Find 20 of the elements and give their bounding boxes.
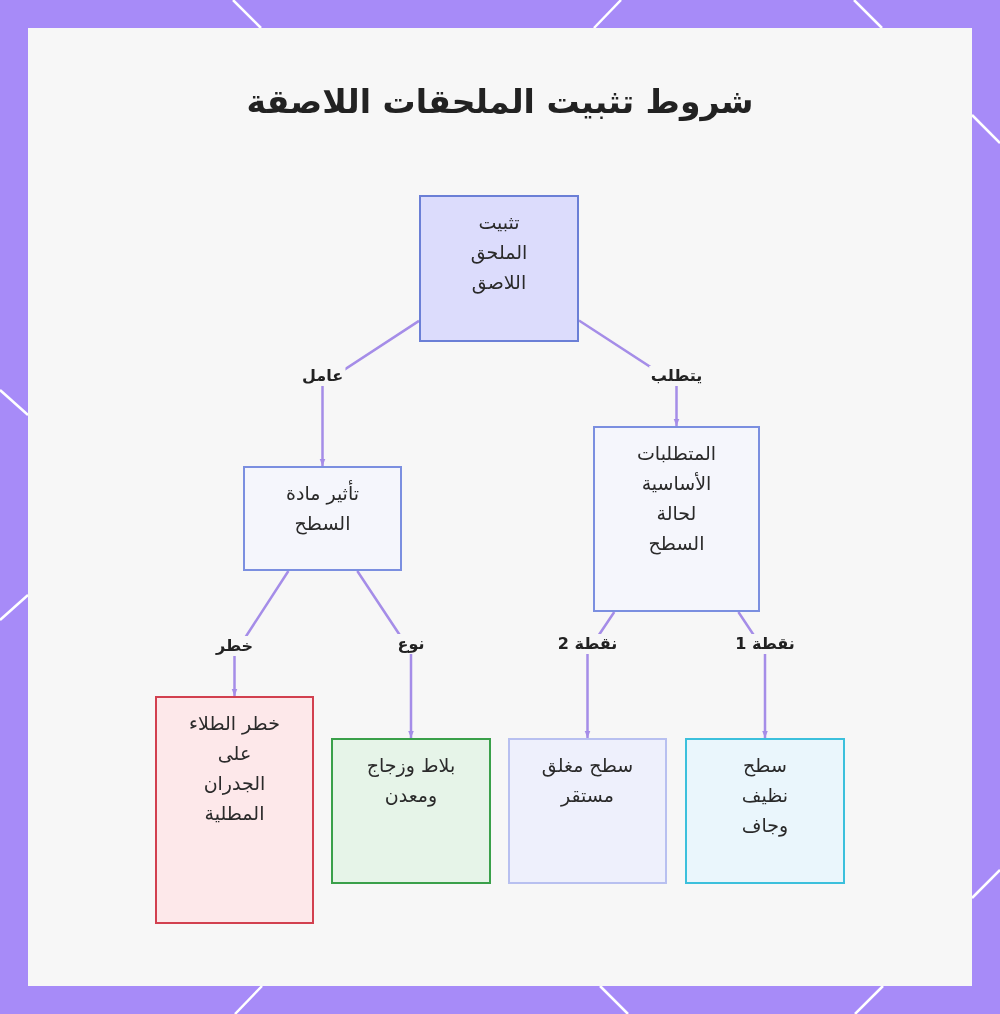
box-text: خطر الطلاء على الجدران المطلية	[188, 711, 281, 826]
branch-box	[243, 466, 402, 571]
diagram-title: شروط تثبيت الملحقات اللاصقة	[246, 82, 754, 121]
box-text: سطح نظيف وجاف	[740, 753, 790, 839]
edge-label: يتطلب	[648, 366, 705, 386]
box-text: تثبيت الملحق اللاصق	[469, 210, 529, 296]
arrow	[356, 570, 414, 738]
root-box	[419, 195, 579, 342]
box-text: سطح مغلق مستقر	[540, 753, 635, 809]
box-text: بلاط وزجاج ومعدن	[365, 753, 457, 809]
leaf-box	[331, 738, 491, 884]
edge-label: نوع	[395, 634, 427, 654]
leaf-box	[155, 696, 314, 924]
box-text: تأثير مادة السطح	[285, 479, 360, 537]
branch-box	[593, 426, 760, 612]
arrow	[319, 319, 420, 466]
leaf-box	[685, 738, 845, 884]
arrow	[231, 570, 290, 696]
box-text: المتطلبات الأساسية لحالة السطح	[635, 441, 718, 557]
leaf-box	[508, 738, 667, 884]
